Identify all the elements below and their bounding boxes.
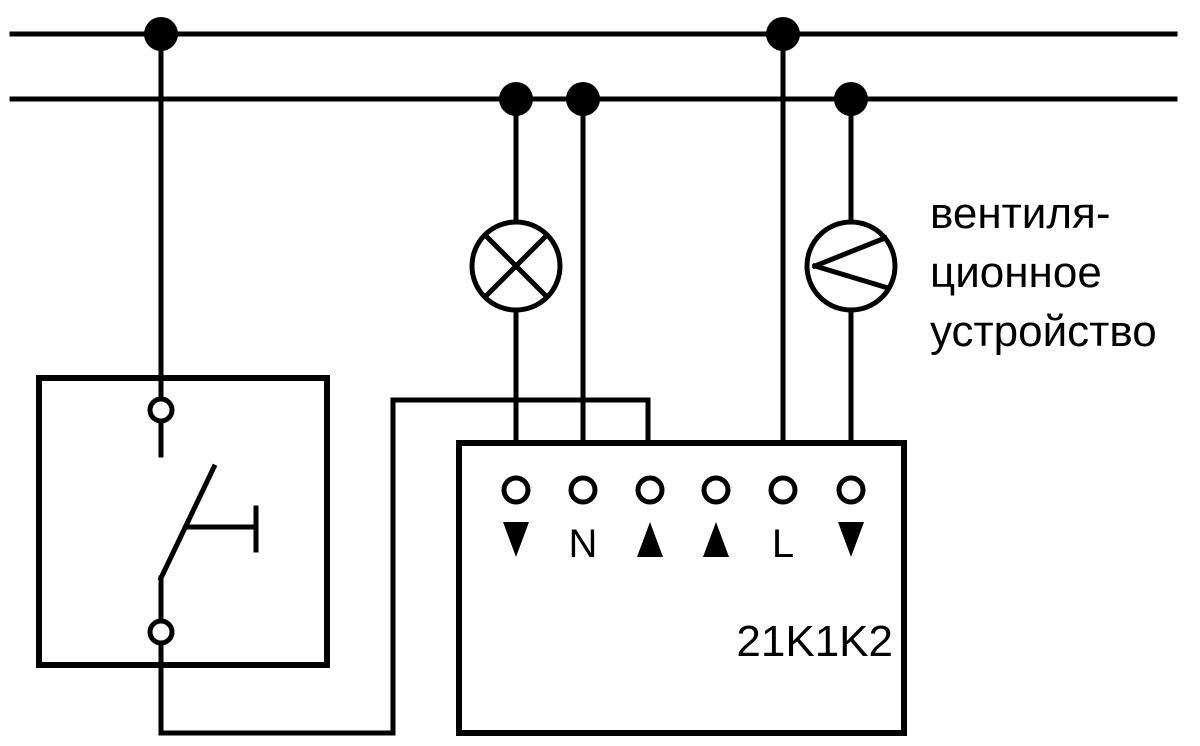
fan-icon	[804, 96, 898, 446]
fan-blade-b	[811, 262, 892, 292]
switch-icon	[36, 31, 330, 736]
fan-caption-line-3: устройство	[930, 307, 1157, 356]
switch-blade	[157, 463, 218, 582]
device-terminal-1	[501, 475, 531, 505]
lamp-cross-b	[481, 231, 551, 301]
device-terminal-3	[635, 475, 665, 505]
switch-terminal-bottom	[147, 618, 175, 646]
terminal-label-n: N	[569, 522, 598, 566]
lamp-icon	[469, 96, 563, 446]
device-box	[456, 440, 907, 736]
up-triangle-icon	[637, 522, 663, 557]
device-model-label: 21K1K2	[736, 617, 893, 666]
device-terminal-4	[701, 475, 731, 505]
terminal-label-l: L	[772, 522, 794, 566]
device-terminal-2	[568, 475, 598, 505]
up-triangle-icon	[703, 522, 729, 557]
switch-box	[36, 375, 330, 668]
fan-caption-line-2: ционное	[930, 248, 1102, 297]
fan-blade-a	[811, 234, 889, 270]
device-terminal-6	[836, 475, 866, 505]
device-terminals	[501, 475, 866, 505]
switch-terminal-top	[147, 396, 175, 424]
switch-to-device-wire	[158, 397, 651, 736]
device-terminal-5	[768, 475, 798, 505]
down-triangle-icon	[503, 522, 529, 557]
fan-caption-line-1: вентиля-	[930, 189, 1111, 238]
down-triangle-icon	[838, 522, 864, 557]
